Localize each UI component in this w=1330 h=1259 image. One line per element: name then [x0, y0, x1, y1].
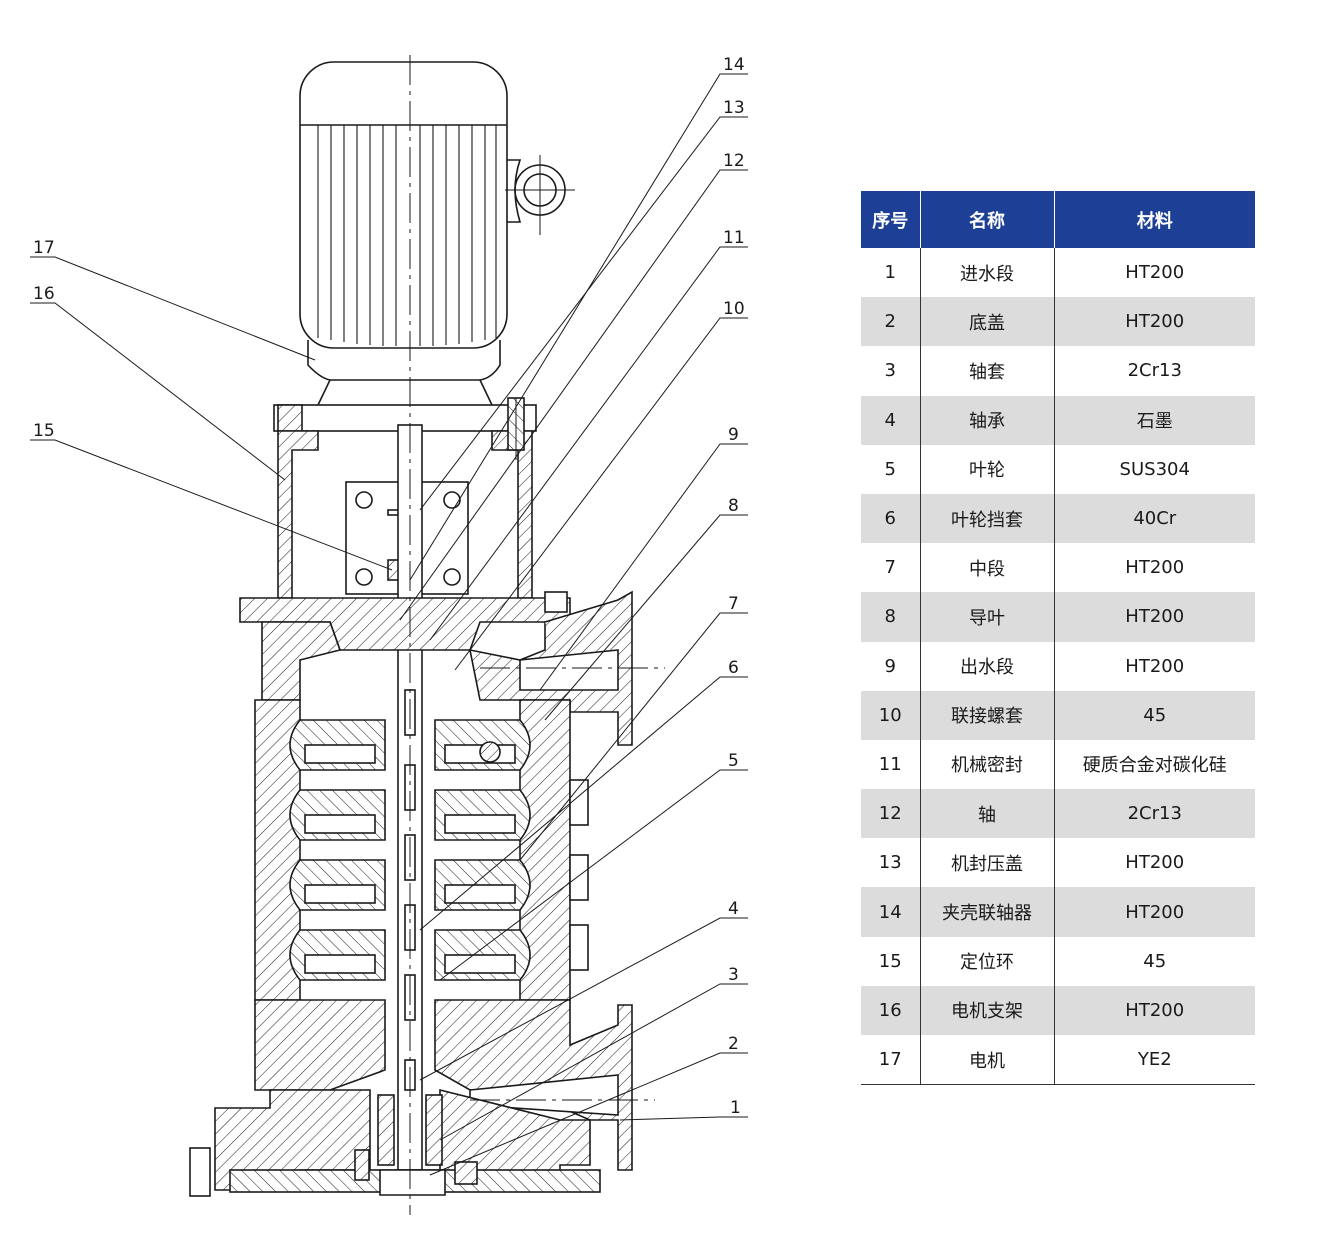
callout-10: 10: [723, 299, 745, 319]
cell-material: HT200: [1053, 543, 1255, 593]
cell-name: 叶轮挡套: [919, 493, 1054, 544]
cell-seq: 6: [861, 493, 920, 544]
cell-seq: 13: [878, 852, 902, 874]
cell-material: HT200: [1053, 248, 1255, 298]
cell-seq: 11: [878, 753, 902, 775]
cell-material: 45: [1053, 690, 1255, 740]
cell-material: 40Cr: [1053, 493, 1255, 544]
callout-12: 12: [723, 151, 745, 171]
cell-material: HT200: [1053, 592, 1255, 642]
cell-name: 轴承: [919, 395, 1054, 445]
cell-name: 底盖: [919, 297, 1054, 347]
cell-seq: 15: [878, 950, 902, 972]
cell-name: 电机支架: [919, 985, 1054, 1035]
cell-name: 电机: [919, 1035, 1054, 1085]
callout-17: 17: [33, 238, 55, 258]
callout-labels: 14 13 12 11 10 9 8 7 6 5 4 3 2 1 17 16 1…: [33, 55, 745, 1118]
callout-9: 9: [728, 425, 739, 445]
callout-3: 3: [728, 965, 739, 985]
header-material: 材料: [1053, 191, 1255, 248]
cell-name: 机械密封: [919, 739, 1054, 790]
cell-seq: 14: [861, 887, 920, 937]
cell-name: 联接螺套: [919, 690, 1054, 740]
cell-seq: 2: [861, 297, 920, 347]
cell-material: HT200: [1053, 838, 1255, 888]
cell-seq: 12: [861, 789, 920, 839]
cell-seq: 5: [884, 458, 896, 480]
cell-material: 2Cr13: [1053, 789, 1255, 839]
cell-material: HT200: [1053, 887, 1255, 937]
callout-6: 6: [728, 658, 739, 678]
cell-seq: 9: [884, 655, 896, 677]
cell-material: 2Cr13: [1053, 346, 1255, 396]
pump-cross-section-drawing: 14 13 12 11 10 9 8 7 6 5 4 3 2 1 17 16 1…: [30, 55, 748, 1215]
callout-8: 8: [728, 496, 739, 516]
callout-15: 15: [33, 421, 55, 441]
callout-11: 11: [723, 228, 745, 248]
callout-7: 7: [728, 594, 739, 614]
cell-material: HT200: [1053, 641, 1255, 691]
callout-1: 1: [730, 1098, 741, 1118]
callout-14: 14: [723, 55, 745, 75]
cell-material: HT200: [1053, 297, 1255, 347]
cell-name: 中段: [919, 543, 1054, 593]
motor: [299, 61, 575, 406]
middle-stages: [254, 699, 589, 1001]
cell-name: 机封压盖: [919, 838, 1054, 888]
callout-2: 2: [728, 1034, 739, 1054]
cell-material: SUS304: [1053, 444, 1255, 494]
inlet-section: [189, 999, 633, 1197]
cell-seq: 4: [861, 395, 920, 445]
cell-seq: 1: [884, 262, 896, 284]
cell-material: 石墨: [1053, 395, 1255, 445]
cell-material: YE2: [1053, 1035, 1255, 1085]
callout-4: 4: [728, 899, 739, 919]
cell-material: 45: [1053, 936, 1255, 986]
cell-name: 叶轮: [919, 444, 1054, 494]
cell-seq: 8: [861, 592, 920, 642]
header-seq: 序号: [861, 191, 920, 248]
cell-name: 定位环: [919, 936, 1054, 986]
cell-name: 轴: [919, 789, 1054, 839]
table-row: 11 机械密封硬质合金对碳化硅: [861, 739, 1255, 790]
table-header-row: 序号 名称 材料: [861, 191, 1255, 248]
cell-name: 夹壳联轴器: [919, 887, 1054, 937]
callout-13: 13: [723, 98, 745, 118]
cell-name: 进水段: [919, 248, 1054, 298]
cell-name: 出水段: [919, 641, 1054, 691]
cell-seq: 16: [861, 985, 920, 1035]
cell-material: 硬质合金对碳化硅: [1053, 739, 1255, 790]
cell-seq: 7: [884, 557, 896, 579]
cell-name: 导叶: [919, 592, 1054, 642]
cell-name: 轴套: [919, 346, 1054, 396]
header-name: 名称: [919, 191, 1054, 248]
callout-5: 5: [728, 751, 739, 771]
cell-seq: 10: [861, 690, 920, 740]
cell-seq: 3: [884, 360, 896, 382]
cell-seq: 17: [878, 1049, 902, 1071]
cell-material: HT200: [1053, 985, 1255, 1035]
callout-16: 16: [33, 284, 55, 304]
